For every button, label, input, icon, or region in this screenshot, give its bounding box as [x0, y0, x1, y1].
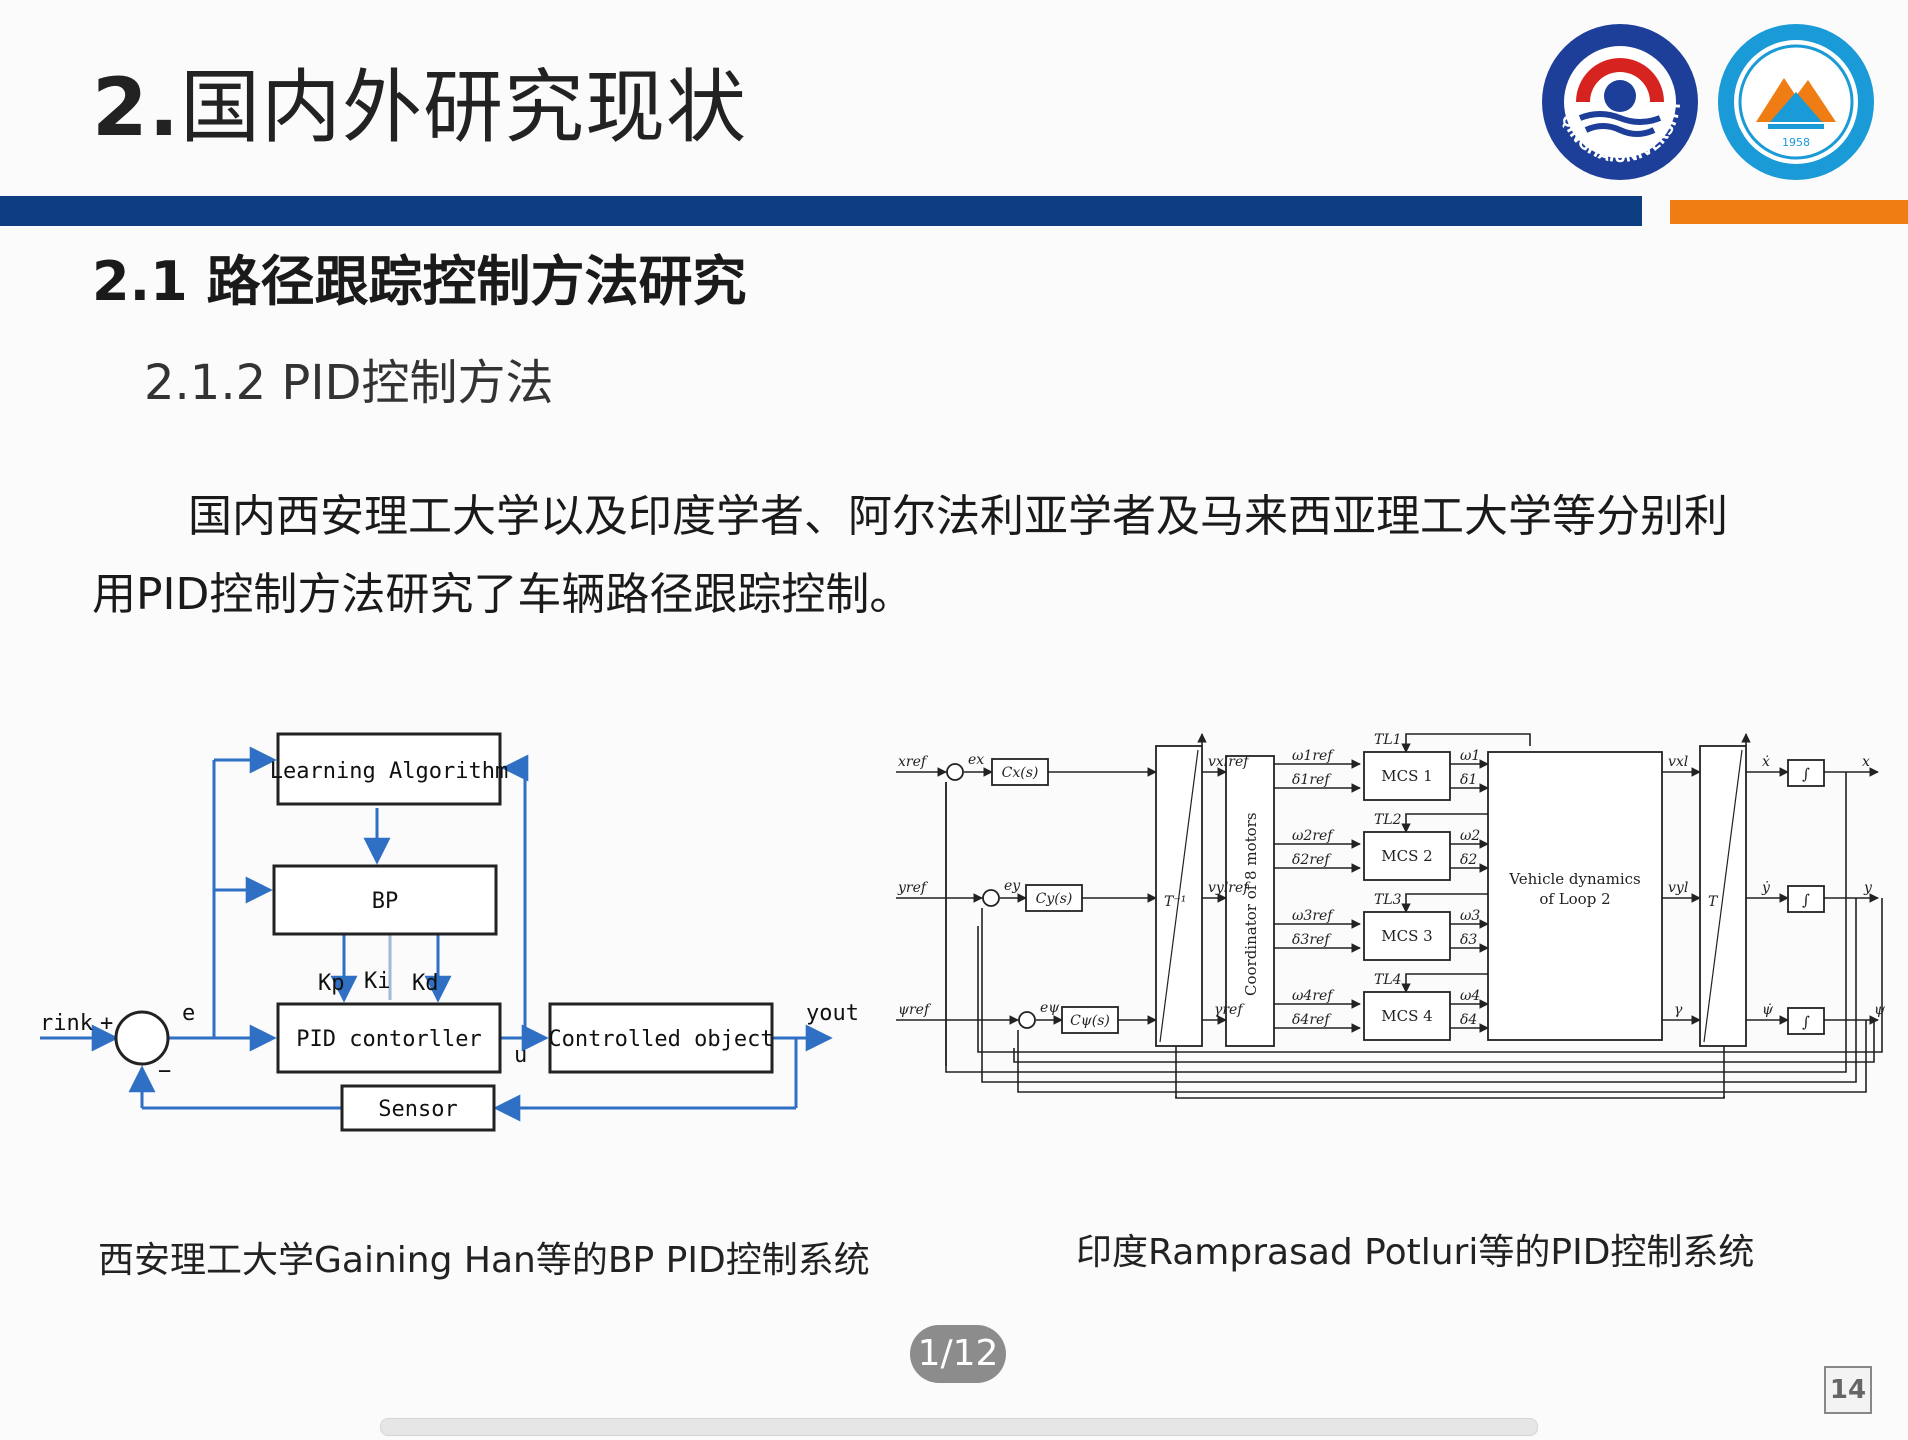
vylref-label: vylref — [1208, 880, 1251, 896]
psi-output-label: ψ — [1874, 1002, 1886, 1018]
gref-label: γref — [1214, 1002, 1245, 1018]
ki-label: Ki — [364, 969, 391, 994]
ex-label: ex — [968, 752, 984, 768]
body-paragraph: 国内西安理工大学以及印度学者、阿尔法利亚学者及马来西亚理工大学等分别利 用PID… — [92, 478, 1728, 634]
x-output-label: x — [1862, 754, 1870, 770]
t-inverse-label: T⁻¹ — [1164, 894, 1186, 910]
slide-number: 14 — [1824, 1366, 1872, 1414]
xref-label: xref — [898, 754, 929, 770]
paragraph-line-2: 用PID控制方法研究了车辆路径跟踪控制。 — [92, 569, 914, 620]
paragraph-line-1: 国内西安理工大学以及印度学者、阿尔法利亚学者及马来西亚理工大学等分别利 — [188, 491, 1728, 542]
t-label: T — [1708, 894, 1719, 910]
d3ref-label: δ3ref — [1292, 932, 1332, 948]
page-indicator[interactable]: 1/12 — [910, 1325, 1006, 1383]
left-figure-caption: 西安理工大学Gaining Han等的BP PID控制系统 — [98, 1240, 870, 1281]
yref-label: yref — [897, 880, 929, 896]
subsection-heading: 2.1.2 PID控制方法 — [144, 355, 554, 411]
logo2-year: 1958 — [1782, 136, 1810, 149]
cx-label: Cx(s) — [1002, 765, 1039, 781]
mcs4-label: MCS 4 — [1381, 1007, 1432, 1025]
xdot-label: ẋ — [1762, 754, 1770, 770]
w1ref-label: ω1ref — [1292, 748, 1335, 764]
d2ref-label: δ2ref — [1292, 852, 1332, 868]
mcs3-label: MCS 3 — [1381, 927, 1432, 945]
vehicle-dynamics-label: Vehicle dynamics — [1508, 870, 1640, 888]
header-orange-bar — [1670, 200, 1908, 224]
integrator-1: ∫ — [1802, 765, 1810, 783]
slide-title: 2.国内外研究现状 — [92, 52, 747, 164]
w2-label: ω2 — [1460, 828, 1480, 844]
gamma-label: γ — [1674, 1002, 1683, 1018]
vyl-label: vyl — [1668, 880, 1688, 896]
cy-label: Cy(s) — [1036, 891, 1073, 907]
psiref-label: ψref — [898, 1002, 932, 1018]
ydot-label: ẏ — [1761, 880, 1771, 896]
bp-pid-diagram: Learning Algorithm BP PID contorller Con… — [40, 732, 859, 1132]
potluri-pid-diagram: xref yref ψref ex ey eψ Cx(s) Cy(s) Cψ(s… — [896, 732, 1886, 1099]
cpsi-label: Cψ(s) — [1070, 1013, 1110, 1029]
horizontal-scrollbar[interactable] — [380, 1418, 1538, 1436]
yout-label: yout — [806, 1001, 859, 1026]
vxl-label: vxl — [1668, 754, 1688, 770]
integrator-3: ∫ — [1802, 1013, 1810, 1031]
vehicle-loop-label: of Loop 2 — [1539, 890, 1610, 908]
kd-label: Kd — [412, 971, 439, 996]
tl4-label: TL4 — [1374, 972, 1402, 988]
d1-label: δ1 — [1460, 772, 1477, 788]
mcs2-label: MCS 2 — [1381, 847, 1432, 865]
y-output-label: y — [1863, 880, 1873, 896]
kp-label: Kp — [318, 971, 345, 996]
title-number: 2. — [92, 61, 181, 154]
header-blue-bar — [0, 196, 1642, 226]
w2ref-label: ω2ref — [1292, 828, 1335, 844]
minus-sign: − — [158, 1059, 171, 1084]
tl2-label: TL2 — [1374, 812, 1402, 828]
title-text: 国内外研究现状 — [180, 61, 748, 154]
vxlref-label: vxlref — [1208, 754, 1251, 770]
w4-label: ω4 — [1460, 988, 1480, 1004]
bp-label: BP — [372, 889, 399, 914]
integrator-2: ∫ — [1802, 891, 1810, 909]
section-heading: 2.1 路径跟踪控制方法研究 — [92, 250, 747, 313]
d3-label: δ3 — [1460, 932, 1477, 948]
plus-sign: + — [100, 1011, 113, 1036]
sensor-label: Sensor — [378, 1097, 457, 1122]
w3-label: ω3 — [1460, 908, 1480, 924]
w4ref-label: ω4ref — [1292, 988, 1335, 1004]
d1ref-label: δ1ref — [1292, 772, 1332, 788]
tl1-label: TL1 — [1374, 732, 1402, 748]
ey-label: ey — [1004, 878, 1021, 894]
rink-label: rink — [40, 1011, 93, 1036]
d4ref-label: δ4ref — [1292, 1012, 1332, 1028]
d4-label: δ4 — [1460, 1012, 1477, 1028]
pid-controller-label: PID contorller — [296, 1027, 481, 1052]
d2-label: δ2 — [1460, 852, 1477, 868]
controlled-object-label: Controlled object — [548, 1027, 773, 1052]
coordinator-label: Coordinator of 8 motors — [1242, 812, 1260, 996]
learning-algorithm-label: Learning Algorithm — [270, 759, 508, 784]
mcs1-label: MCS 1 — [1381, 767, 1432, 785]
w1-label: ω1 — [1460, 748, 1480, 764]
u-label: u — [514, 1043, 527, 1068]
psidot-label: ψ̇ — [1762, 1002, 1774, 1018]
qinghai-university-logo: QINGHAIUNIVERSITY — [1542, 24, 1698, 180]
epsi-label: eψ — [1040, 1000, 1060, 1016]
w3ref-label: ω3ref — [1292, 908, 1335, 924]
tl3-label: TL3 — [1374, 892, 1402, 908]
right-figure-caption: 印度Ramprasad Potluri等的PID控制系统 — [1076, 1232, 1755, 1273]
school-logo: 1958 — [1718, 24, 1874, 180]
e-label: e — [182, 1001, 195, 1026]
